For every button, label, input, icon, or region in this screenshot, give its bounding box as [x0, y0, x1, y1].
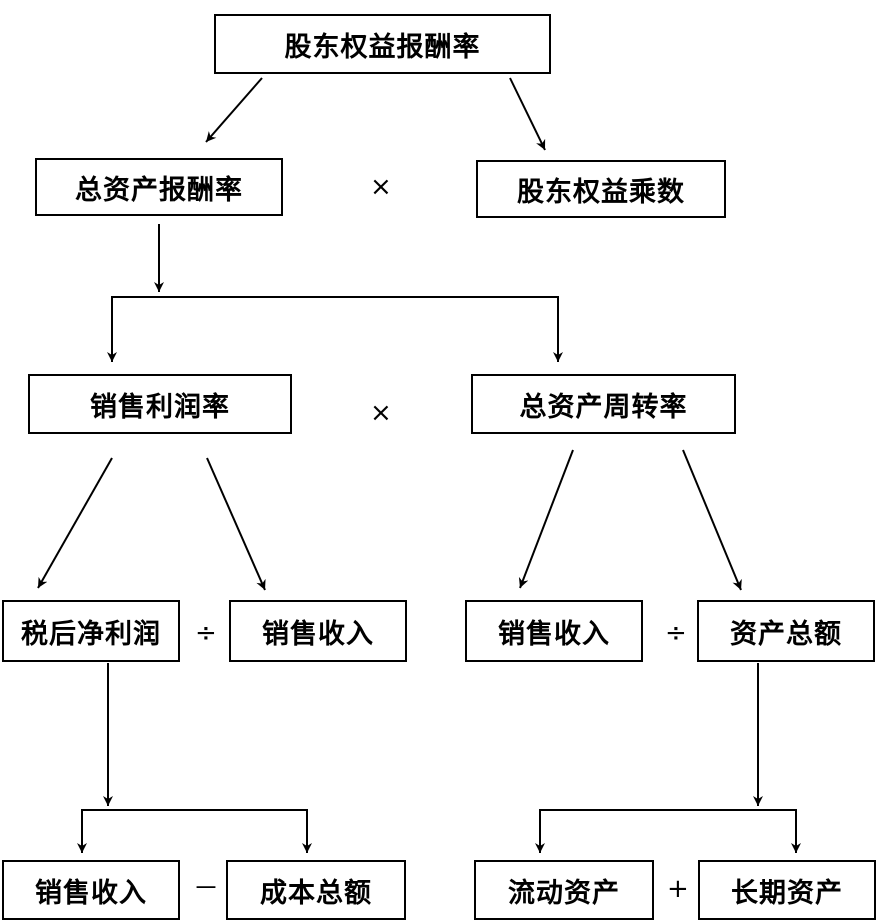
long-term-assets-box: 长期资产	[698, 860, 876, 920]
multiply-operator-middle: ×	[370, 398, 392, 428]
total-assets-box: 资产总额	[697, 600, 875, 662]
arrow-roe-to-equity-multiplier	[509, 77, 546, 151]
divide-operator-right: ÷	[665, 618, 687, 648]
divide-operator-left: ÷	[195, 618, 217, 648]
sales-revenue-box-right: 销售收入	[465, 600, 643, 662]
asset-turnover-box: 总资产周转率	[471, 374, 736, 434]
branch-total-assets	[539, 809, 797, 848]
sales-revenue-box-bottom: 销售收入	[2, 860, 180, 920]
roa-box: 总资产报酬率	[35, 158, 283, 216]
total-cost-box: 成本总额	[226, 860, 406, 920]
net-profit-box: 税后净利润	[2, 600, 180, 662]
branch-net-profit	[81, 809, 308, 848]
arrow-roe-to-roa	[205, 77, 263, 143]
arrow-margin-to-net-profit	[37, 457, 113, 589]
plus-operator: +	[667, 874, 689, 904]
minus-operator: －	[193, 874, 220, 904]
equity-multiplier-box: 股东权益乘数	[476, 160, 726, 218]
arrow-margin-to-sales	[206, 457, 266, 591]
sales-revenue-box-left: 销售收入	[229, 600, 407, 662]
branch-roa	[111, 296, 559, 362]
arrow-turnover-to-sales	[518, 449, 574, 589]
roe-box: 股东权益报酬率	[214, 14, 551, 74]
current-assets-box: 流动资产	[474, 860, 654, 920]
profit-margin-box: 销售利润率	[28, 374, 292, 434]
multiply-operator-top: ×	[370, 172, 392, 202]
arrow-turnover-to-assets	[682, 449, 742, 591]
